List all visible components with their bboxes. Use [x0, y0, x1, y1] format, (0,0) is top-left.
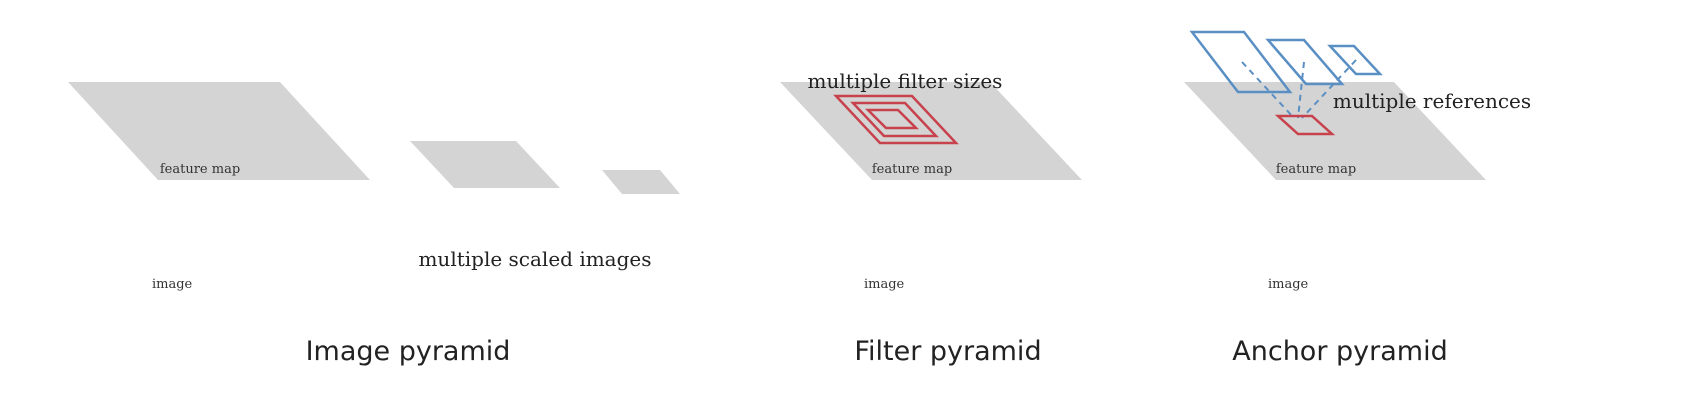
horse-photo	[1142, 170, 1528, 292]
anchor-boxes	[1189, 30, 1383, 136]
anchor-pyramid-feature-map: feature map	[1184, 82, 1486, 180]
image-pyramid-image-medium	[388, 183, 578, 246]
image-pyramid-image-small	[596, 190, 688, 223]
anchor-box-small	[1327, 44, 1383, 76]
filter-pyramid-caption: Filter pyramid	[854, 336, 1041, 367]
filter-box-large	[833, 94, 959, 145]
anchor-pyramid-group: feature map multiple references image An…	[1142, 30, 1531, 367]
multiple-scaled-images-label: multiple scaled images	[418, 247, 651, 271]
image-pyramid-feature-map-label: feature map	[160, 162, 240, 177]
image-pyramid-image-large	[27, 170, 409, 292]
multiple-filter-sizes-label: multiple filter sizes	[808, 69, 1003, 93]
image-pyramid-feature-map-medium	[410, 141, 560, 188]
image-pyramid-image-label: image	[152, 277, 193, 292]
image-pyramid-group: feature map image multiple scaled images…	[27, 82, 688, 367]
filter-pyramid-image-label: image	[864, 277, 905, 292]
horse-photo	[740, 170, 1122, 292]
filter-box-medium	[850, 101, 939, 138]
anchor-pyramid-image-label: image	[1268, 277, 1309, 292]
filter-box-small	[864, 108, 920, 130]
filter-pyramid-group: feature map multiple filter sizes image …	[740, 69, 1122, 367]
anchor-pyramid-feature-map-label: feature map	[1276, 162, 1356, 177]
filter-pyramid-image	[740, 170, 1122, 292]
anchor-projection-lines	[1241, 59, 1357, 119]
anchor-box-large	[1189, 30, 1293, 94]
image-pyramid-feature-map: feature map	[68, 82, 370, 180]
anchor-pyramid-caption: Anchor pyramid	[1232, 336, 1447, 367]
horse-photo	[27, 170, 409, 292]
filter-sizes-boxes	[833, 94, 959, 145]
image-pyramid-caption: Image pyramid	[306, 336, 511, 367]
horse-photo	[388, 183, 578, 246]
anchor-reference-box	[1274, 114, 1336, 136]
anchor-pyramid-image	[1142, 170, 1528, 292]
filter-pyramid-feature-map-label: feature map	[872, 162, 952, 177]
image-pyramid-feature-map-small	[602, 170, 680, 194]
anchor-box-medium	[1265, 38, 1345, 86]
multiple-references-label: multiple references	[1333, 89, 1531, 113]
horse-photo	[596, 190, 688, 223]
